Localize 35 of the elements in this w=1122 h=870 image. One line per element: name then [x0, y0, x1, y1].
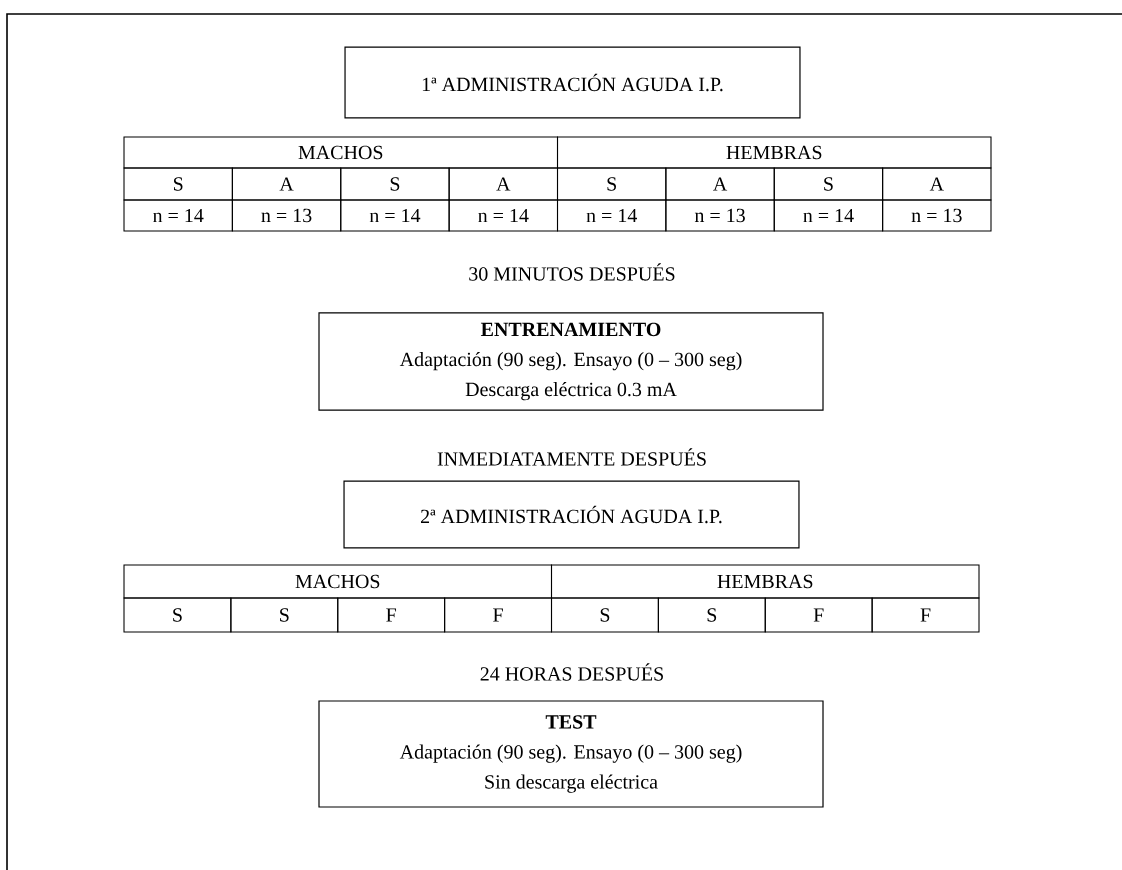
- table-cell: S: [550, 597, 659, 633]
- table-cell: n = 14: [773, 199, 884, 232]
- table-cell: A: [448, 167, 559, 201]
- process-box: 2ª ADMINISTRACIÓN AGUDA I.P.: [343, 480, 800, 549]
- table-cell: S: [657, 597, 766, 633]
- table-cell: n = 14: [123, 199, 233, 232]
- table-cell: A: [882, 167, 992, 201]
- table-cell: F: [337, 597, 446, 633]
- table-cell: n = 13: [882, 199, 992, 232]
- process-box: 1ª ADMINISTRACIÓN AGUDA I.P.: [344, 46, 801, 119]
- table-cell: S: [123, 597, 232, 633]
- step-label: 30 MINUTOS DESPUÉS: [469, 263, 675, 281]
- table-cell: A: [665, 167, 775, 201]
- table-cell: S: [556, 167, 667, 201]
- table-cell: F: [764, 597, 873, 633]
- table-cell: n = 14: [340, 199, 450, 232]
- process-box: TEST Adaptación (90 seg). Ensayo (0 – 300 seg) Sin descarga eléctrica: [318, 700, 824, 808]
- table-cell: A: [231, 167, 342, 201]
- table-cell: HEMBRAS: [556, 136, 992, 169]
- table-cell: n = 13: [231, 199, 342, 232]
- step-label: INMEDIATAMENTE DESPUÉS: [437, 448, 706, 466]
- table-cell: MACHOS: [123, 564, 553, 599]
- table-cell: n = 13: [665, 199, 775, 232]
- table-cell: F: [871, 597, 980, 633]
- table-cell: HEMBRAS: [550, 564, 980, 599]
- table-cell: MACHOS: [123, 136, 559, 169]
- table-cell: S: [123, 167, 233, 201]
- process-box: ENTRENAMIENTO Adaptación (90 seg). Ensayo (0 – 300 seg) Descarga eléctrica 0.3 mA: [318, 312, 824, 411]
- step-label: 24 HORAS DESPUÉS: [480, 663, 663, 681]
- table-cell: S: [773, 167, 884, 201]
- table-cell: S: [340, 167, 450, 201]
- table-cell: n = 14: [448, 199, 559, 232]
- table-cell: S: [230, 597, 339, 633]
- table-cell: n = 14: [556, 199, 667, 232]
- table-cell: F: [444, 597, 553, 633]
